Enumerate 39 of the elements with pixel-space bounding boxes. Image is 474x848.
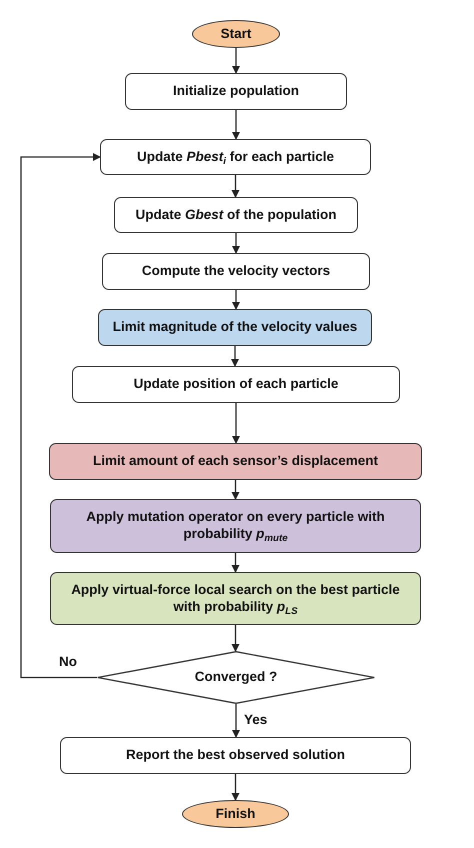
process-box <box>100 139 371 175</box>
node-text: Start <box>220 26 252 42</box>
process-box <box>50 572 421 625</box>
node-text: Finish <box>216 806 256 822</box>
node-text: Update Pbest$_{i}$ for each particle <box>136 148 334 166</box>
node-text: Update Gbest of the population <box>135 206 336 224</box>
arrow <box>232 110 240 140</box>
arrow <box>232 403 240 444</box>
process-box <box>102 253 370 290</box>
arrow <box>232 480 240 500</box>
arrow <box>232 48 240 74</box>
node-text: Report the best observed solution <box>126 747 346 764</box>
edge-label: No <box>57 654 79 668</box>
process-box <box>125 73 347 110</box>
process-box <box>98 309 372 346</box>
node-text: Initialize population <box>173 83 299 100</box>
process-box <box>114 197 358 233</box>
decision-diamond <box>97 651 375 704</box>
node-text: Converged ? <box>194 669 278 686</box>
arrow <box>232 290 240 310</box>
process-box <box>60 737 411 774</box>
node-text: Apply virtual-force local search on the best particle with probability p$_{LS}$ <box>70 582 401 616</box>
node-text: Update position of each particle <box>134 376 338 393</box>
process-box <box>50 499 421 553</box>
node-text: Apply mutation operator on every particle with probability p$_{mute}$ <box>85 509 386 543</box>
arrow <box>231 346 239 367</box>
arrow <box>232 625 240 652</box>
arrow <box>232 233 240 254</box>
arrow <box>232 704 240 738</box>
node-text: Limit amount of each sensor’s displacement <box>92 453 378 470</box>
arrow <box>232 774 240 801</box>
node-text: Limit magnitude of the velocity values <box>112 319 358 336</box>
arrow <box>20 153 101 678</box>
node-text: Compute the velocity vectors <box>142 263 330 280</box>
arrow <box>232 553 240 573</box>
process-box <box>72 366 400 403</box>
process-box <box>49 443 422 480</box>
edge-label: Yes <box>242 712 270 726</box>
arrow <box>232 175 240 198</box>
